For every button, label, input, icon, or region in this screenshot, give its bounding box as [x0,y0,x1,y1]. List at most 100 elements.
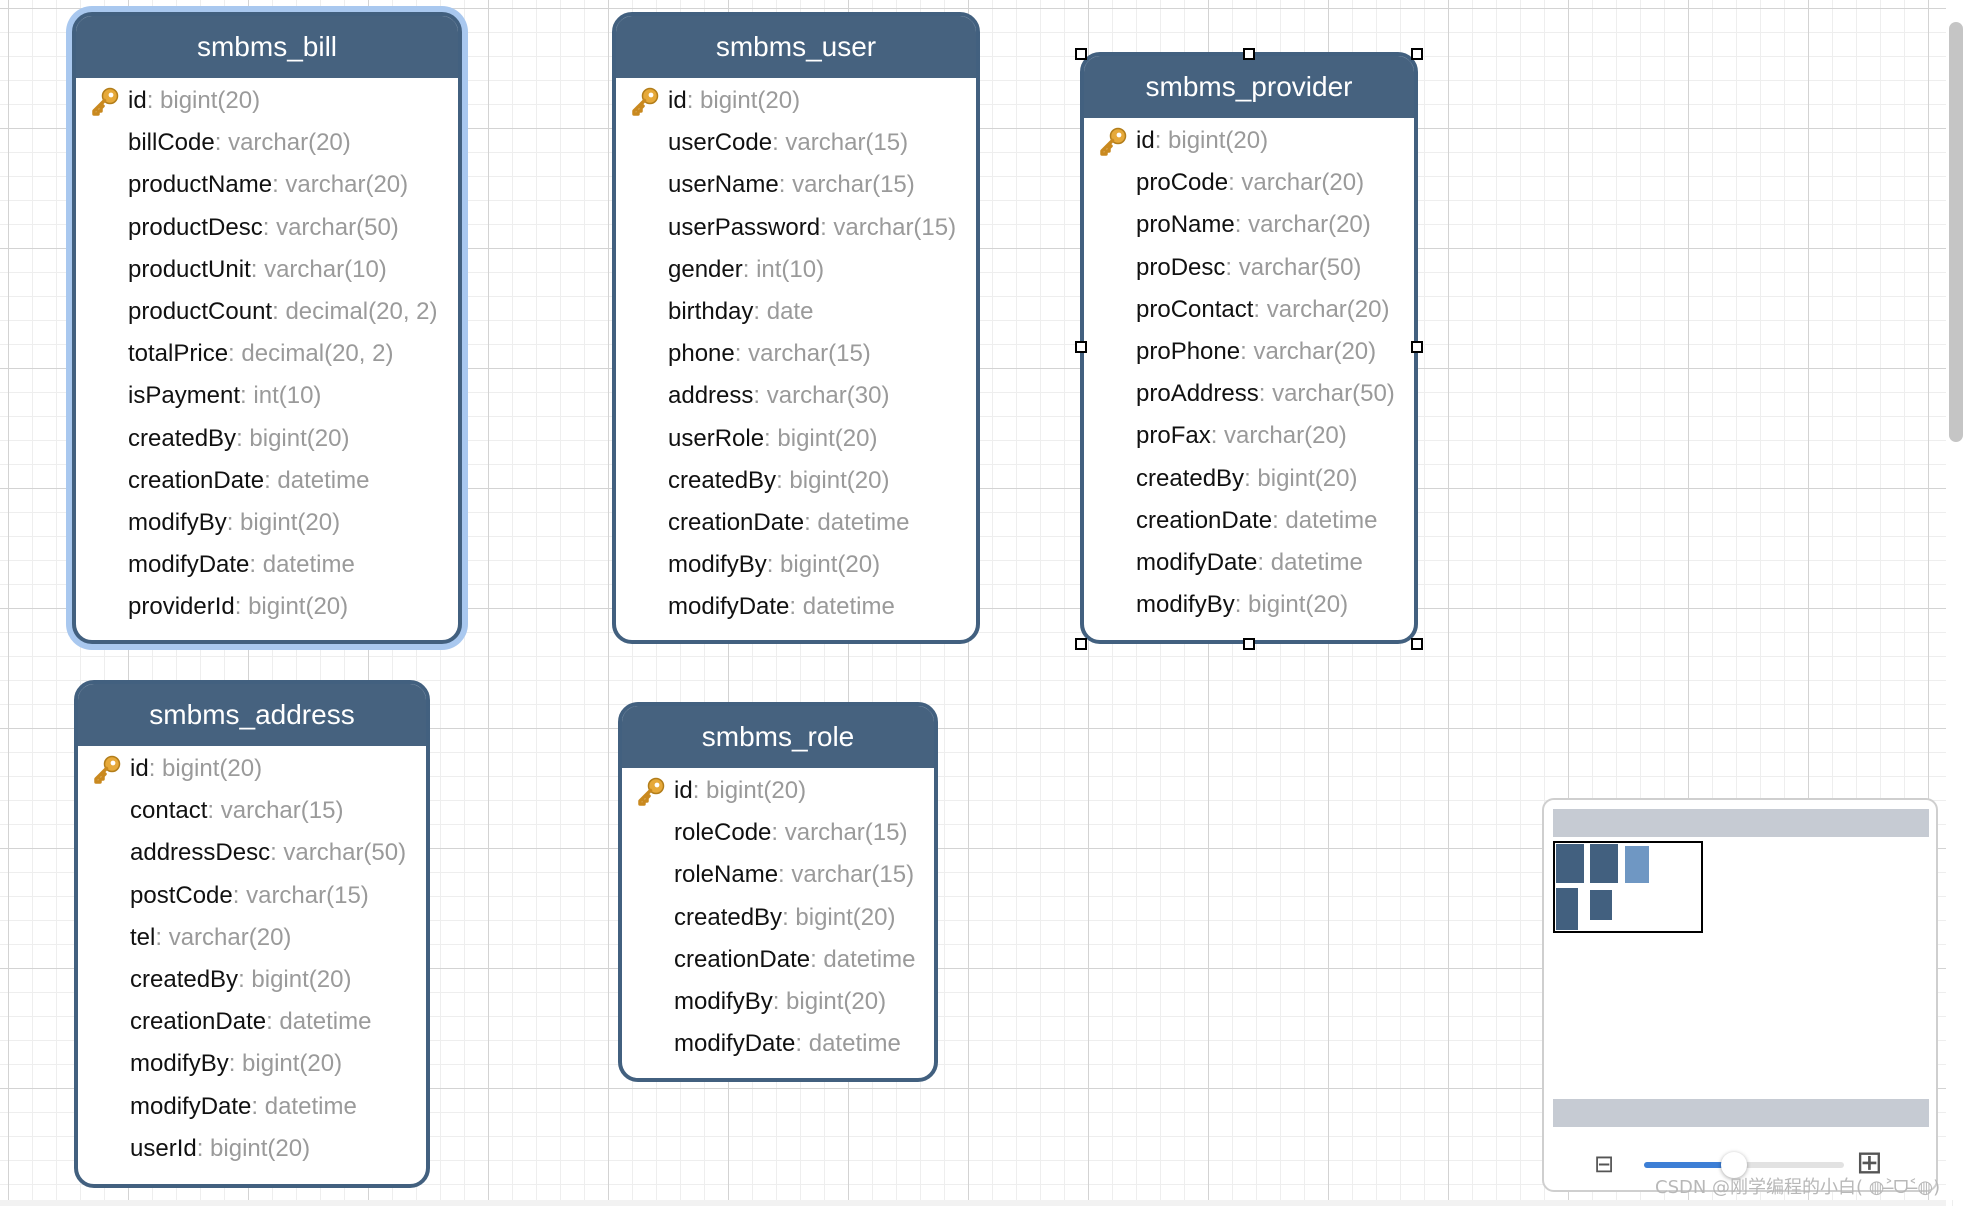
field-row-billcode[interactable]: billCode: varchar(20) [76,122,458,164]
field-row-modifyby[interactable]: modifyBy: bigint(20) [76,502,458,544]
vertical-scrollbar-thumb[interactable] [1949,22,1963,442]
field-row-id[interactable]: id: bigint(20) [1084,120,1414,162]
field-row-modifydate[interactable]: modifyDate: datetime [622,1023,934,1065]
field-row-creationdate[interactable]: creationDate: datetime [1084,500,1414,542]
zoom-in-icon[interactable]: ⊞ [1856,1143,1883,1181]
field-row-tel[interactable]: tel: varchar(20) [78,917,426,959]
field-name: proFax [1136,422,1211,450]
field-row-id[interactable]: id: bigint(20) [76,80,458,122]
table-title[interactable]: smbms_provider [1084,56,1414,118]
field-row-procontact[interactable]: proContact: varchar(20) [1084,289,1414,331]
field-row-usercode[interactable]: userCode: varchar(15) [616,122,976,164]
field-row-modifyby[interactable]: modifyBy: bigint(20) [616,544,976,586]
field-row-productdesc[interactable]: productDesc: varchar(50) [76,207,458,249]
field-name: contact [130,797,208,825]
field-type: bigint(20) [240,508,341,536]
field-row-creationdate[interactable]: creationDate: datetime [78,1001,426,1043]
vertical-scrollbar[interactable] [1946,0,1966,1200]
field-separator: : [1210,422,1225,450]
field-row-proname[interactable]: proName: varchar(20) [1084,204,1414,246]
zoom-slider[interactable] [1644,1152,1844,1178]
field-row-addressdesc[interactable]: addressDesc: varchar(50) [78,832,426,874]
field-row-creationdate[interactable]: creationDate: datetime [622,939,934,981]
field-row-birthday[interactable]: birthday: date [616,291,976,333]
zoom-out-icon[interactable]: ⊟ [1594,1150,1615,1178]
field-type: datetime [277,466,370,494]
horizontal-scrollbar[interactable] [0,1200,1946,1206]
zoom-slider-thumb[interactable] [1721,1152,1747,1178]
field-row-modifydate[interactable]: modifyDate: datetime [78,1086,426,1128]
resize-handle-top[interactable] [1243,48,1255,60]
field-row-modifydate[interactable]: modifyDate: datetime [1084,542,1414,584]
field-type: bigint(20) [251,965,352,993]
field-row-createdby[interactable]: createdBy: bigint(20) [1084,458,1414,500]
field-row-profax[interactable]: proFax: varchar(20) [1084,415,1414,457]
field-row-modifyby[interactable]: modifyBy: bigint(20) [622,981,934,1023]
field-separator: : [148,755,163,782]
field-row-id[interactable]: id: bigint(20) [622,770,934,812]
field-row-productname[interactable]: productName: varchar(20) [76,164,458,206]
field-row-procode[interactable]: proCode: varchar(20) [1084,162,1414,204]
field-row-modifydate[interactable]: modifyDate: datetime [76,544,458,586]
resize-handle-bottom-right[interactable] [1411,638,1423,650]
field-row-productcount[interactable]: productCount: decimal(20, 2) [76,291,458,333]
table-fields: id: bigint(20)contact: varchar(15)addres… [78,746,426,1170]
table-title[interactable]: smbms_user [616,16,976,78]
field-type: bigint(20) [249,424,350,452]
minimap-table-smbms-address [1556,888,1578,930]
key-icon [90,86,120,116]
field-row-modifydate[interactable]: modifyDate: datetime [616,586,976,628]
field-row-providerid[interactable]: providerId: bigint(20) [76,586,458,628]
field-row-prophone[interactable]: proPhone: varchar(20) [1084,331,1414,373]
field-type: datetime [817,508,910,536]
field-row-contact[interactable]: contact: varchar(15) [78,790,426,832]
resize-handle-bottom[interactable] [1243,638,1255,650]
field-row-id[interactable]: id: bigint(20) [78,748,426,790]
minimap-top-bar[interactable] [1553,809,1929,837]
field-row-prodesc[interactable]: proDesc: varchar(50) [1084,247,1414,289]
field-row-username[interactable]: userName: varchar(15) [616,164,976,206]
field-type: varchar(15) [748,340,871,368]
table-title[interactable]: smbms_bill [76,16,458,78]
field-row-modifyby[interactable]: modifyBy: bigint(20) [78,1043,426,1085]
resize-handle-bottom-left[interactable] [1075,638,1087,650]
field-row-postcode[interactable]: postCode: varchar(15) [78,875,426,917]
field-row-rolecode[interactable]: roleCode: varchar(15) [622,812,934,854]
key-icon [92,754,122,784]
field-type: varchar(50) [283,839,407,867]
field-row-createdby[interactable]: createdBy: bigint(20) [622,897,934,939]
field-row-creationdate[interactable]: creationDate: datetime [76,460,458,502]
field-row-id[interactable]: id: bigint(20) [616,80,976,122]
field-row-proaddress[interactable]: proAddress: varchar(50) [1084,373,1414,415]
field-row-userid[interactable]: userId: bigint(20) [78,1128,426,1170]
resize-handle-left[interactable] [1075,341,1087,353]
field-row-ispayment[interactable]: isPayment: int(10) [76,375,458,417]
field-separator: : [766,551,781,579]
field-row-rolename[interactable]: roleName: varchar(15) [622,854,934,896]
field-row-modifyby[interactable]: modifyBy: bigint(20) [1084,584,1414,626]
field-row-gender[interactable]: gender: int(10) [616,249,976,291]
minimap-viewport[interactable] [1553,841,1703,933]
minimap-bottom-bar[interactable] [1553,1099,1929,1127]
resize-handle-top-right[interactable] [1411,48,1423,60]
field-row-totalprice[interactable]: totalPrice: decimal(20, 2) [76,333,458,375]
field-row-creationdate[interactable]: creationDate: datetime [616,502,976,544]
field-row-userpassword[interactable]: userPassword: varchar(15) [616,207,976,249]
field-row-createdby[interactable]: createdBy: bigint(20) [78,959,426,1001]
table-title[interactable]: smbms_role [622,706,934,768]
table-title[interactable]: smbms_address [78,684,426,746]
field-row-createdby[interactable]: createdBy: bigint(20) [616,460,976,502]
field-row-phone[interactable]: phone: varchar(15) [616,333,976,375]
resize-handle-right[interactable] [1411,341,1423,353]
field-row-userrole[interactable]: userRole: bigint(20) [616,418,976,460]
field-row-address[interactable]: address: varchar(30) [616,375,976,417]
field-row-productunit[interactable]: productUnit: varchar(10) [76,249,458,291]
resize-handle-top-left[interactable] [1075,48,1087,60]
field-row-createdby[interactable]: createdBy: bigint(20) [76,418,458,460]
